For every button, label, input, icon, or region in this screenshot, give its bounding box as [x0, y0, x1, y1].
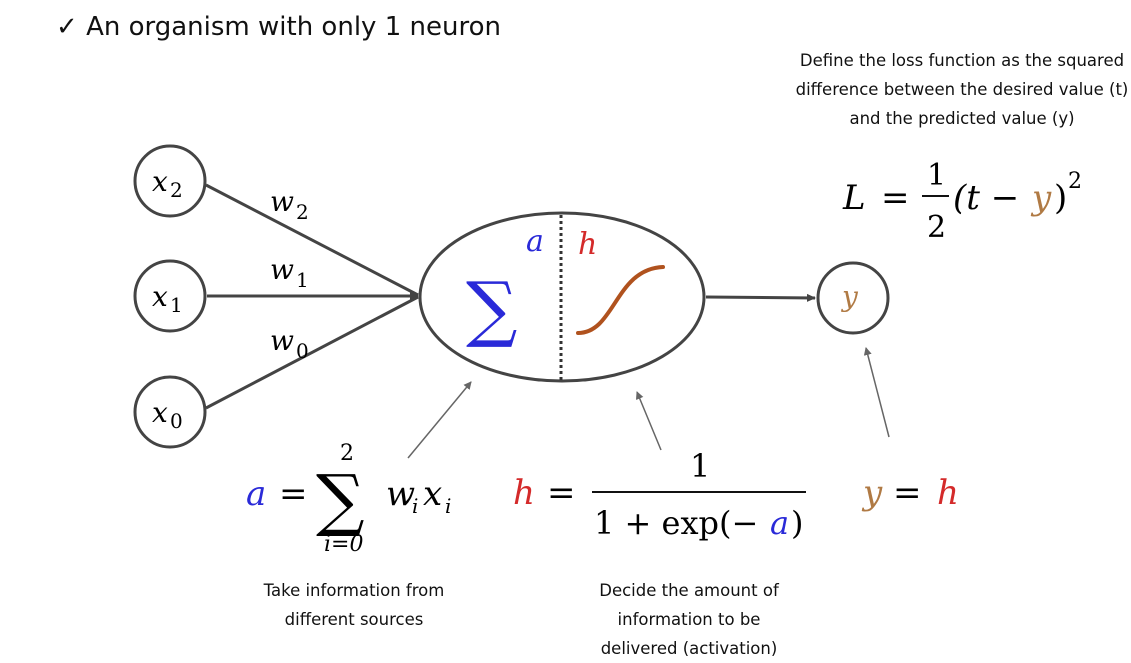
input-subscript: 1 [170, 293, 183, 317]
svg-text:1 + exp(−: 1 + exp(− [594, 504, 758, 542]
svg-text:): ) [1054, 178, 1067, 218]
svg-text:1: 1 [927, 158, 946, 193]
title-text: An organism with only 1 neuron [86, 12, 501, 42]
input-subscript: 2 [170, 178, 183, 202]
svg-text:=: = [881, 178, 910, 218]
neuron-node: ∑ a h [418, 211, 706, 383]
check-icon: ✓ [56, 12, 78, 42]
pointer-arrow-sum [407, 381, 472, 459]
svg-text:2: 2 [296, 200, 309, 224]
input-node-x0: x 0 [133, 375, 207, 449]
svg-text:2: 2 [927, 210, 946, 245]
svg-text:2: 2 [340, 441, 354, 466]
svg-text:=: = [279, 474, 308, 514]
svg-text:i: i [445, 494, 451, 518]
svg-text:=: = [547, 473, 576, 513]
svg-text:0: 0 [296, 339, 309, 363]
input-node-x2: x 2 [133, 144, 207, 218]
equation-h: h = 1 1 + exp(− a ) [513, 447, 806, 542]
svg-text:y: y [1030, 178, 1052, 218]
neuron-a-label: a [526, 224, 544, 259]
edge-x0 [205, 295, 419, 410]
input-label: x [152, 165, 168, 198]
equation-y: y = h [861, 473, 959, 513]
pointer-arrow-activation [635, 391, 662, 451]
svg-text:a: a [246, 474, 266, 514]
svg-text:w: w [386, 474, 415, 514]
input-label: x [152, 396, 168, 429]
svg-text:x: x [423, 474, 442, 514]
slide-title: ✓ An organism with only 1 neuron [56, 12, 501, 42]
edge-x2 [205, 183, 419, 297]
activation-description: Decide the amount of information to be d… [599, 581, 779, 658]
svg-text:i: i [412, 494, 418, 518]
loss-equation: L = 1 2 (t − y ) 2 [842, 158, 1082, 245]
edge-output [705, 293, 816, 302]
equation-a: a = 2 ∑ i=0 w i x i [246, 441, 451, 557]
sum-description: Take information from different sources [263, 581, 445, 629]
svg-text:L: L [842, 178, 866, 218]
loss-description: Define the loss function as the squared … [795, 51, 1129, 128]
svg-text:1: 1 [296, 268, 309, 292]
svg-text:h: h [513, 473, 535, 513]
weight-w2: w 2 [270, 185, 309, 224]
input-node-x1: x 1 [133, 259, 207, 333]
svg-text:2: 2 [1068, 169, 1082, 194]
neuron-h-label: h [578, 227, 597, 262]
svg-text:∑: ∑ [316, 461, 365, 540]
svg-text:=: = [893, 473, 922, 513]
weight-w0: w 0 [270, 324, 309, 363]
svg-text:y: y [840, 280, 859, 313]
svg-text:a: a [770, 504, 789, 542]
svg-text:1: 1 [690, 447, 710, 485]
svg-text:(t −: (t − [953, 178, 1019, 218]
svg-text:y: y [861, 473, 883, 513]
svg-text:): ) [791, 504, 803, 542]
svg-text:w: w [270, 324, 294, 357]
weight-w1: w 1 [270, 253, 309, 292]
output-node-y: y [816, 261, 890, 335]
input-label: x [152, 280, 168, 313]
input-subscript: 0 [170, 409, 183, 433]
svg-text:h: h [937, 473, 959, 513]
svg-text:i=0: i=0 [324, 532, 363, 557]
sum-symbol: ∑ [466, 266, 517, 350]
svg-text:w: w [270, 253, 294, 286]
sigmoid-curve [576, 265, 665, 335]
svg-text:w: w [270, 185, 294, 218]
pointer-arrow-output [863, 347, 890, 438]
